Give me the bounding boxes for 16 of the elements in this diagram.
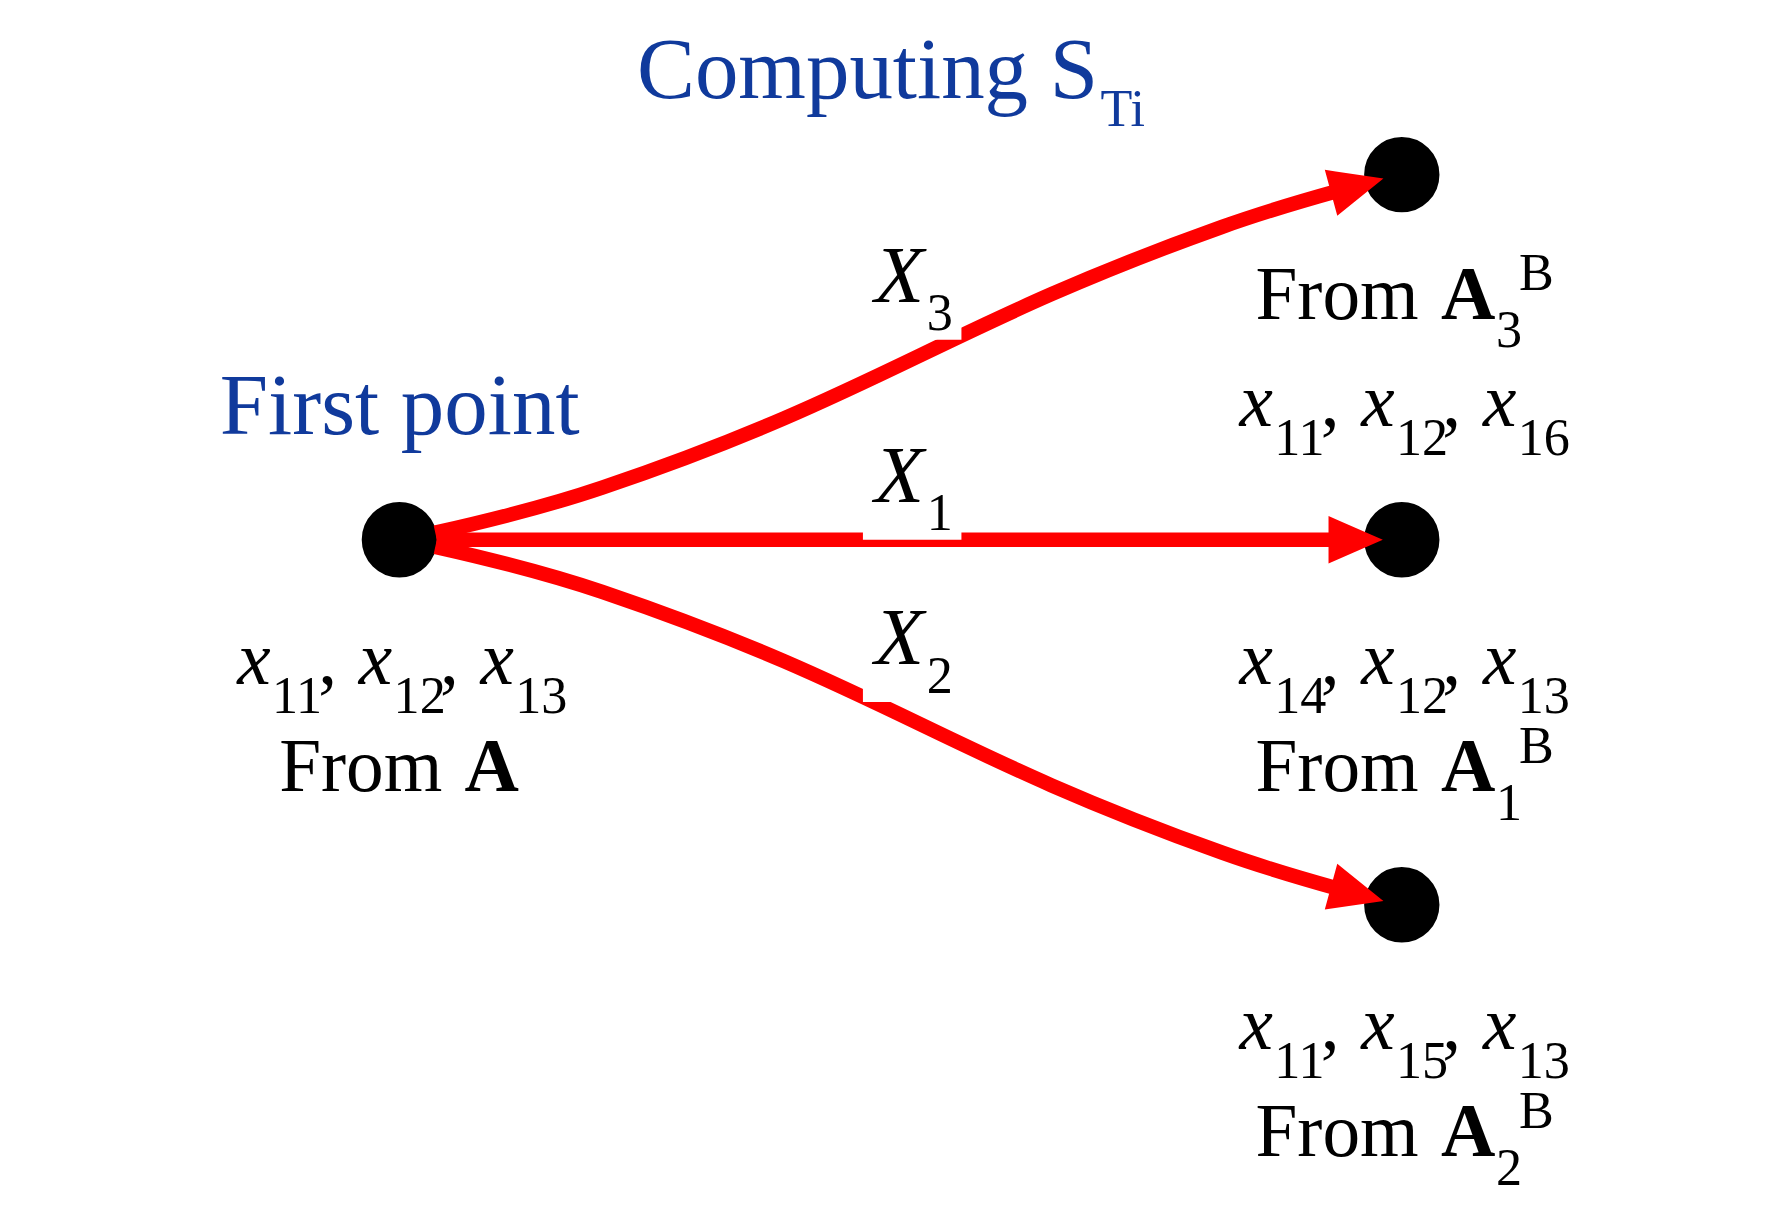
node-label: x$_{11}$, x$_{12}$, x$_{13}$ [237,617,568,724]
edge-label: X$_{1}$ [874,429,953,542]
diagram-title: Computing S$_{Ti}$ [636,20,1145,138]
arrow [436,516,1383,564]
edge-label: X$_{3}$ [874,229,953,342]
node-label: From A [279,724,519,808]
node-circle [361,502,438,578]
edge-label: X$_{2}$ [874,592,953,704]
node-circle [1364,502,1440,578]
node-label: x$_{11}$, x$_{12}$, x$_{16}$ [1239,359,1570,466]
node-label: x$_{14}$, x$_{12}$, x$_{13}$ [1239,617,1570,724]
node-label: x$_{11}$, x$_{15}$, x$_{13}$ [1239,982,1570,1089]
node-circle [1364,867,1440,943]
label: First point [219,357,580,453]
node-circle [1364,137,1440,213]
arrow [433,539,1384,910]
